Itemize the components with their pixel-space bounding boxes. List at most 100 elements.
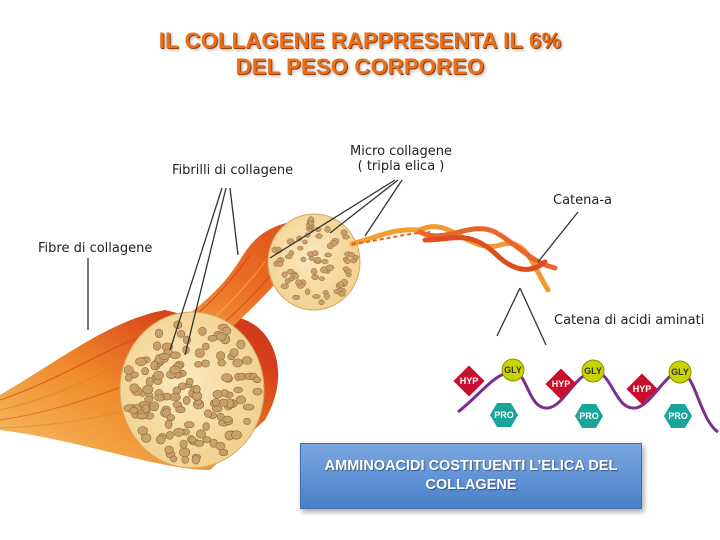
fibril-dot (318, 299, 325, 306)
fibril-dot (280, 283, 289, 290)
fibril-dot (128, 407, 139, 414)
fibril-dot (202, 342, 210, 351)
fibril-dot (216, 332, 227, 341)
fibril-dot (312, 294, 321, 299)
fibril-dot (243, 417, 251, 425)
fibril-dot (202, 422, 210, 431)
fibril-dot (235, 395, 246, 405)
fibril-dot (129, 383, 140, 393)
leader-lines (87, 179, 579, 356)
leader-fibrilli-3 (229, 187, 239, 256)
fibril-dot (166, 430, 174, 440)
fibril-dot (297, 245, 304, 251)
fibril-dot (141, 367, 150, 376)
fibril-dot (195, 429, 207, 439)
pro-label: PRO (668, 411, 688, 421)
fibril-dot (217, 359, 226, 367)
label-fibrilli-di-collagene: Fibrilli di collagene (172, 163, 294, 178)
leader-fibrilli-2 (184, 187, 227, 356)
fibril-dot (185, 377, 194, 386)
gly-label: GLY (671, 367, 689, 377)
fibril-dot (150, 360, 158, 371)
fibril-dot (311, 274, 319, 281)
amino-acids-banner: AMMINOACIDI COSTITUENTI L’ELICA DEL COLL… (300, 443, 642, 509)
fibril-dot (222, 326, 232, 336)
fibril-dot (342, 266, 350, 272)
hyp-label: HYP (633, 384, 652, 394)
leader-catena-a (537, 211, 579, 263)
fibril-dot (292, 294, 301, 300)
fibril-dot (281, 271, 288, 278)
fibril-dot (164, 445, 174, 455)
label-micro-collagene: Micro collagene ( tripla elica ) (346, 144, 456, 174)
fibril-dot (231, 430, 242, 440)
fibril-dot (324, 226, 331, 233)
leader-micro-3 (364, 179, 403, 237)
fibril-dot (222, 415, 233, 423)
fiber-cross-section (119, 311, 265, 469)
fibril-dot (212, 398, 220, 407)
fibril-dot (149, 401, 159, 412)
fibril-dot (295, 279, 302, 286)
fibril-dot (158, 352, 170, 360)
fibril-dot (337, 281, 344, 288)
label-catena-a: Catena-a (553, 193, 613, 208)
fibril-dot (191, 455, 201, 465)
fibril-dot (176, 330, 186, 338)
fibril-dot (284, 254, 293, 259)
fibril-dot (194, 361, 203, 368)
hyp-residue-2: HYP (545, 368, 577, 400)
fibril-dot (236, 339, 246, 350)
hyp-residue-3: HYP (626, 373, 658, 405)
fibril-dot (311, 250, 319, 257)
fibril-dot (124, 373, 133, 382)
fibril-dot (304, 288, 311, 296)
fibril-dot (135, 357, 147, 367)
fibril-dot (155, 435, 166, 445)
fibril-dot (207, 334, 218, 342)
fibril-dot (352, 254, 359, 261)
fibril-dot (325, 264, 335, 271)
gly-residue-3: GLY (668, 360, 692, 384)
banner-line-2: COLLAGENE (425, 477, 517, 493)
fibril-dot (170, 455, 178, 463)
fibril-dot (252, 388, 263, 396)
label-micro-line-1: Micro collagene (350, 144, 452, 159)
pro-label: PRO (494, 410, 514, 420)
fibril-dot (292, 273, 299, 280)
fibril-dot (342, 234, 350, 240)
fibril-dot (198, 326, 207, 336)
fibril-dot (166, 414, 176, 422)
fibril-dot (203, 409, 213, 418)
fibril-dot (308, 255, 315, 261)
fibril-dot (344, 258, 351, 264)
fibril-dot (202, 436, 212, 443)
fibril-dot (188, 436, 197, 444)
fibril-dot (286, 269, 295, 275)
fibril-dot (184, 421, 195, 429)
fibril-dot (179, 439, 188, 449)
fibril-dot (194, 439, 205, 447)
hyp-label: HYP (552, 379, 571, 389)
fibril-dot (170, 351, 181, 360)
fibril-dot (232, 358, 243, 368)
fibril-dot (302, 239, 308, 245)
fibril-dot (333, 288, 341, 295)
fibril-dot (192, 384, 201, 394)
fibril-dot (175, 406, 186, 414)
leader-micro-1 (269, 179, 396, 259)
label-micro-line-2: ( tripla elica ) (357, 159, 445, 174)
fibril-dot (347, 252, 355, 258)
hyp-label: HYP (460, 376, 479, 386)
triple-helix (349, 224, 558, 293)
fibril-dot (229, 348, 239, 358)
fibril-dot (326, 243, 334, 250)
leader-fibrilli-1 (169, 187, 223, 351)
pro-residue-1: PRO (490, 403, 518, 427)
label-fibre-di-collagene: Fibre di collagene (38, 241, 153, 256)
fibril-dot (153, 370, 164, 380)
fibril-dot (221, 373, 233, 382)
fibril-dot (215, 441, 226, 451)
fibril-dot (252, 376, 262, 384)
